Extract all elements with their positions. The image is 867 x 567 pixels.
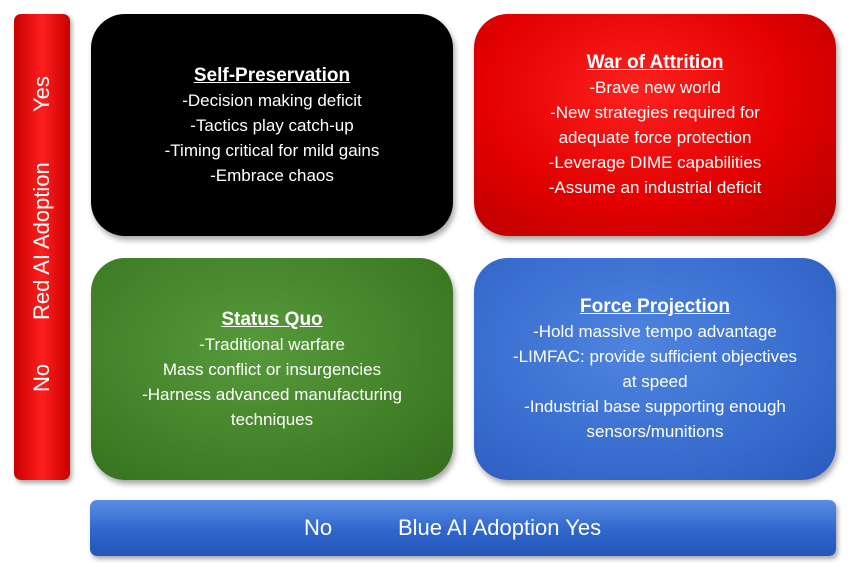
quadrant-line: -Timing critical for mild gains [164,140,380,160]
blue-axis-title: Blue AI Adoption [398,515,560,540]
quadrant-line: techniques [230,409,314,429]
blue-axis-title-with-yes: Blue AI Adoption Yes [398,515,601,541]
blue-axis-yes-label: Yes [565,515,602,540]
quadrant-self-preservation: Self-Preservation -Decision making defic… [91,14,453,236]
quadrant-line: -Tactics play catch-up [190,115,354,135]
quadrant-line: -Harness advanced manufacturing [142,384,402,404]
quadrant-line: -Hold massive tempo advantage [533,322,777,341]
quadrant-line: -Brave new world [589,78,721,97]
quadrant-line: at speed [622,372,688,391]
quadrant-line: -Decision making deficit [182,90,362,110]
red-axis-no-label: No [29,363,54,392]
quadrant-line: -New strategies required for [550,103,760,122]
quadrant-line: -Assume an industrial deficit [548,178,762,197]
quadrant-line: -Embrace chaos [210,165,334,185]
blue-axis-no-label: No [304,515,333,540]
quadrant-title: Force Projection [580,296,730,317]
quadrant-line: -Industrial base supporting enough [524,397,786,416]
red-ai-adoption-axis: No Red AI Adoption Yes [14,14,70,480]
quadrant-line: adequate force protection [558,128,752,147]
quadrant-line: sensors/munitions [586,422,724,441]
red-axis-title: Red AI Adoption [29,162,54,320]
quadrant-line: -Traditional warfare [199,334,345,354]
quadrant-line: -Leverage DIME capabilities [548,153,762,172]
quadrant-war-of-attrition: War of Attrition -Brave new world -New s… [474,14,836,236]
red-axis-yes-label: Yes [29,76,54,112]
quadrant-force-projection: Force Projection -Hold massive tempo adv… [474,258,836,480]
quadrant-title: War of Attrition [586,52,724,73]
quadrant-status-quo: Status Quo -Traditional warfare Mass con… [91,258,453,480]
quadrant-line: -LIMFAC: provide sufficient objectives [512,347,798,366]
red-ai-adoption-axis-labels: No Red AI Adoption Yes [14,14,70,480]
quadrant-title: Status Quo [221,308,323,330]
quadrant-line: Mass conflict or insurgencies [162,359,382,379]
blue-ai-adoption-axis: No Blue AI Adoption Yes [90,500,836,556]
quadrant-title: Self-Preservation [193,64,351,86]
